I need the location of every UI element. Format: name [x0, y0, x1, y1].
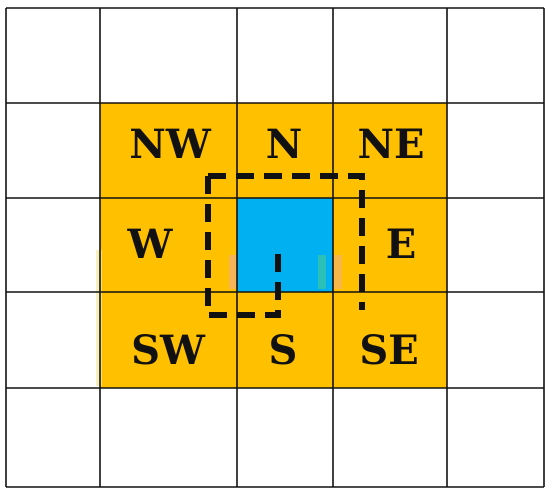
dashed-window-outline — [205, 173, 365, 318]
dashed-outer-path — [208, 173, 365, 310]
dashed-left-path — [205, 176, 281, 318]
edge-accent-right — [334, 255, 342, 289]
edge-accent-left — [96, 250, 102, 386]
label-n: N — [266, 121, 303, 168]
edge-accent-mid-right — [318, 255, 326, 289]
label-w: W — [127, 221, 174, 268]
edge-accent-mid — [229, 255, 237, 289]
center-cell — [237, 198, 333, 292]
label-sw: SW — [131, 327, 206, 374]
label-ne: NE — [357, 121, 424, 168]
label-s: S — [269, 327, 298, 374]
label-e: E — [386, 221, 417, 268]
grid-lines — [5, 7, 545, 488]
label-se: SE — [359, 327, 418, 374]
label-nw: NW — [129, 121, 212, 168]
